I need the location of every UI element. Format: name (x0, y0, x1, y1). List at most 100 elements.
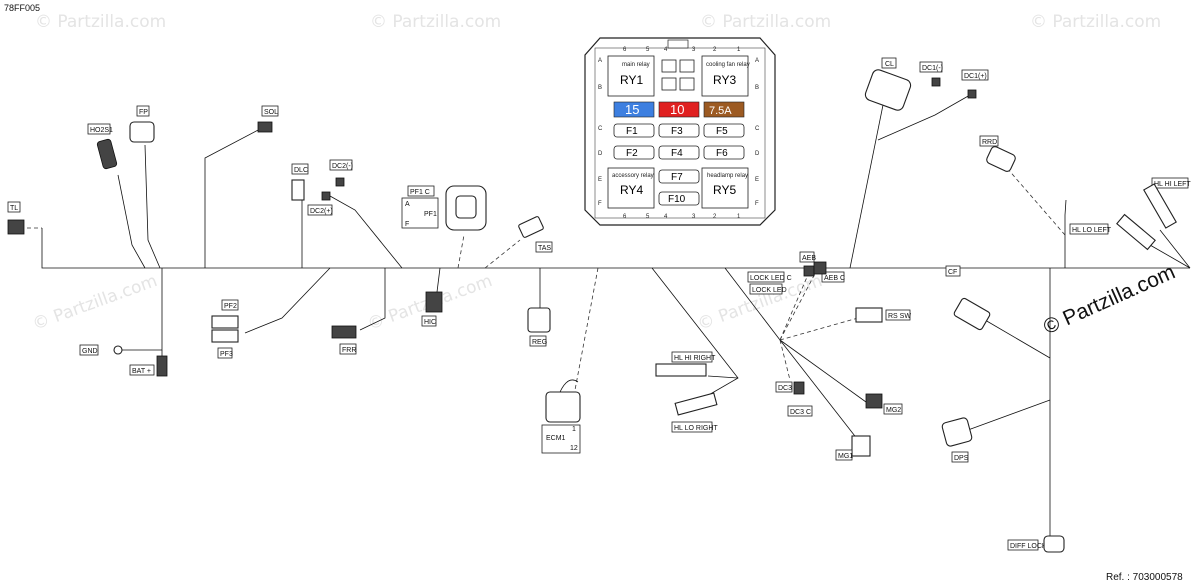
connector-dc1: DC1(-) DC1(+) (919, 61, 989, 99)
relay-ry5: headlamp relay RY5 (701, 167, 749, 209)
connector-dc2: DC2(-) DC2(+) (307, 159, 353, 216)
connector-gnd-bat: GND BAT + (79, 344, 168, 377)
label-pf2: PF2 (224, 303, 237, 310)
label-ecm1-pin1: 1 (572, 426, 576, 433)
connector-pf2-pf3: PF2 PF3 (211, 299, 239, 359)
row-letter: A (598, 58, 602, 64)
label-hl-hi-right: HL HI RIGHT (674, 355, 716, 362)
pin-number: 3 (692, 47, 696, 53)
harness-trunk (20, 94, 1191, 540)
pin-number: 5 (646, 47, 650, 53)
fuse-label: F4 (671, 148, 683, 159)
relay-caption: main relay (622, 62, 650, 68)
label-dc3: DC3 (778, 385, 792, 392)
label-dc3-c: DC3 C (790, 409, 811, 416)
connector-rrd: RRD (979, 135, 1016, 172)
pin-number: 6 (623, 47, 627, 53)
connector-mg1: MG1 (835, 435, 871, 461)
connector-hl-right: HL HI RIGHT HL LO RIGHT (655, 351, 718, 433)
connector-ho2s1: HO2S1 (87, 123, 118, 170)
fuse-box: 6 5 4 3 2 1 6 5 4 3 2 1 A B C D E F A B … (584, 37, 776, 226)
label-pf1-a: A (405, 201, 410, 208)
watermark: © Partzilla.com (30, 271, 160, 335)
pin-number: 4 (664, 47, 668, 53)
fuse-label: F6 (716, 148, 728, 159)
label-hl-hi-left: HL HI LEFT (1154, 181, 1191, 188)
maxi-fuse-2: 10 (658, 101, 700, 118)
label-fp: FP (139, 109, 148, 116)
fuse-rating: 7.5A (709, 105, 732, 117)
label-hic: HIC (424, 319, 436, 326)
label-pf1-c: PF1 C (410, 189, 430, 196)
label-frr: FRR (342, 347, 356, 354)
fuse-f1: F1 (613, 123, 655, 138)
row-letter: B (598, 85, 602, 91)
connector-dc3: DC3 DC3 C (775, 381, 813, 417)
fuse-f2: F2 (613, 145, 655, 160)
pin-number: 4 (664, 214, 668, 220)
relay-id: RY3 (713, 73, 736, 87)
label-dc1-pos: DC1(+) (964, 73, 987, 80)
row-letter: D (598, 151, 603, 157)
fuse-rating: 15 (625, 102, 639, 117)
watermark: © Partzilla.com (700, 12, 831, 32)
label-mg2: MG2 (886, 407, 901, 414)
relay-ry4: accessory relay RY4 (607, 167, 655, 209)
row-letter: E (598, 177, 602, 183)
label-lock-led-c: LOCK LED C (750, 275, 792, 282)
label-pf3: PF3 (220, 351, 233, 358)
fuse-f5: F5 (703, 123, 745, 138)
row-letter: E (755, 177, 759, 183)
connector-lock-led-aeb: LOCK LED C LOCK LED AEB AEB C (747, 251, 845, 295)
pin-number: 1 (737, 47, 741, 53)
connector-pf1: PF1 C A PF1 F (401, 185, 487, 231)
relay-id: RY5 (713, 183, 736, 197)
relay-caption: accessory relay (612, 173, 654, 179)
relay-id: RY4 (620, 183, 643, 197)
connector-frr: FRR (331, 325, 357, 355)
row-letter: F (755, 201, 759, 207)
relay-ry1: main relay RY1 (607, 55, 655, 97)
label-dc2-neg: DC2(-) (332, 163, 353, 170)
label-ecm1-pin12: 12 (570, 445, 578, 452)
label-dc1-neg: DC1(-) (922, 65, 943, 72)
label-reg: REG (532, 339, 547, 346)
pin-number: 5 (646, 214, 650, 220)
connector-mg2: MG2 (865, 393, 903, 415)
label-aeb: AEB (802, 255, 816, 262)
fuse-label: F2 (626, 148, 638, 159)
label-hl-lo-left: HL LO LEFT (1072, 227, 1112, 234)
pin-number: 2 (713, 214, 717, 220)
connector-hic: HIC (421, 291, 443, 327)
fuse-f10: F10 (658, 191, 700, 206)
pin-number: 6 (623, 214, 627, 220)
label-aeb-c: AEB C (824, 275, 845, 282)
fuse-f4: F4 (658, 145, 700, 160)
label-rrd: RRD (982, 139, 997, 146)
spare-slots (661, 59, 695, 91)
label-gnd: GND (82, 348, 98, 355)
reference-number: Ref. : 703000578 (1106, 572, 1183, 583)
relay-id: RY1 (620, 73, 643, 87)
label-tl: TL (10, 205, 18, 212)
label-hl-lo-right: HL LO RIGHT (674, 425, 718, 432)
fuse-label: F10 (668, 194, 686, 205)
row-letter: A (755, 58, 759, 64)
label-pf1: PF1 (424, 211, 437, 218)
connector-reg: REG (527, 307, 551, 347)
label-dc2-pos: DC2(+) (310, 208, 333, 215)
connector-dlc: DLC (291, 163, 309, 201)
label-diff-lock: DIFF LOCK (1010, 543, 1047, 550)
pin-number: 2 (713, 47, 717, 53)
label-pf1-f: F (405, 221, 409, 228)
fuse-label: F7 (671, 172, 683, 183)
connector-diff-lock: DIFF LOCK (1007, 535, 1065, 553)
label-tas: TAS (538, 245, 551, 252)
fuse-f6: F6 (703, 145, 745, 160)
connector-hl-left: HL HI LEFT HL LO LEFT (1069, 177, 1191, 251)
label-ecm1: ECM1 (546, 435, 566, 442)
connector-cf: CF (945, 265, 991, 331)
label-dps: DPS (954, 455, 969, 462)
label-ho2s1: HO2S1 (90, 127, 113, 134)
